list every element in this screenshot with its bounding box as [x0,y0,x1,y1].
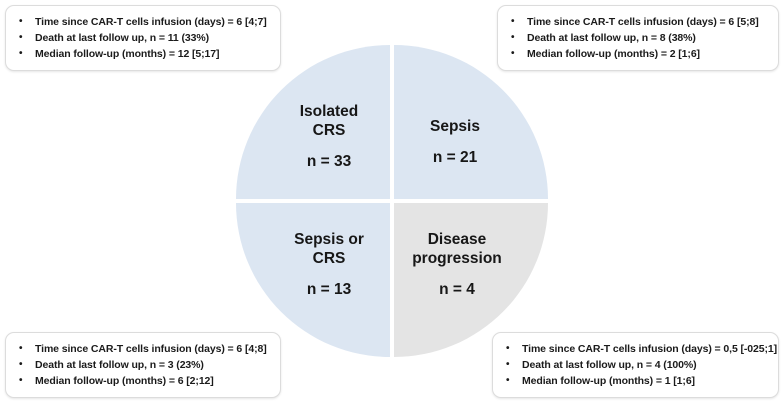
callout-disease-progression: • Time since CAR-T cells infusion (days)… [492,332,779,398]
quadrant-count: n = 13 [306,280,352,298]
quadrant-label-group: Sepsis n = 21 [394,65,532,199]
callout-text: Median follow-up (months) = 6 [2;12] [35,375,214,387]
quadrant-count: n = 21 [432,149,478,166]
callout-text: Death at last follow up, n = 4 (100%) [522,359,697,371]
bullet-icon: • [19,32,23,43]
quadrant-title: Sepsis or CRS [294,230,364,267]
quadrant-disease-progression[interactable]: Disease progression n = 4 [394,203,548,357]
callout-isolated-crs: • Time since CAR-T cells infusion (days)… [5,5,281,71]
callout-text: Time since CAR-T cells infusion (days) =… [522,343,778,355]
callout-text: Time since CAR-T cells infusion (days) =… [35,16,267,28]
bullet-icon: • [506,359,510,370]
callout-text: Death at last follow up, n = 3 (23%) [35,359,204,371]
quadrant-title: Sepsis [430,118,480,135]
quadrant-label-group: Isolated CRS n = 33 [252,59,390,199]
quadrant-label-group: Sepsis or CRS n = 13 [252,203,390,341]
callout-text: Time since CAR-T cells infusion (days) =… [527,16,759,28]
callout-line: • Time since CAR-T cells infusion (days)… [501,341,777,357]
callout-line: • Median follow-up (months) = 12 [5;17] [14,46,270,62]
callout-sepsis: • Time since CAR-T cells infusion (days)… [497,5,779,71]
callout-list: • Time since CAR-T cells infusion (days)… [14,14,270,62]
bullet-icon: • [511,32,515,43]
callout-line: • Death at last follow up, n = 11 (33%) [14,30,270,46]
bullet-icon: • [511,48,515,59]
callout-line: • Death at last follow up, n = 8 (38%) [506,30,768,46]
bullet-icon: • [506,375,510,386]
bullet-icon: • [19,48,23,59]
callout-text: Median follow-up (months) = 2 [1;6] [527,48,700,60]
callout-line: • Time since CAR-T cells infusion (days)… [14,341,270,357]
callout-text: Time since CAR-T cells infusion (days) =… [35,343,267,355]
callout-line: • Median follow-up (months) = 6 [2;12] [14,373,270,389]
quadrant-label-group: Disease progression n = 4 [394,203,534,341]
callout-line: • Death at last follow up, n = 4 (100%) [501,357,768,373]
bullet-icon: • [506,343,510,354]
bullet-icon: • [19,343,23,354]
quadrant-title: Isolated CRS [299,102,359,139]
callout-line: • Median follow-up (months) = 1 [1;6] [501,373,768,389]
callout-list: • Time since CAR-T cells infusion (days)… [14,341,270,389]
quadrant-title: Disease progression [412,230,502,267]
bullet-icon: • [19,375,23,386]
callout-text: Death at last follow up, n = 11 (33%) [35,32,209,44]
callout-line: • Time since CAR-T cells infusion (days)… [506,14,768,30]
callout-text: Median follow-up (months) = 12 [5;17] [35,48,220,60]
quadrant-count: n = 4 [439,280,475,298]
callout-text: Death at last follow up, n = 8 (38%) [527,32,696,44]
bullet-icon: • [19,16,23,27]
quadrant-sepsis-or-crs[interactable]: Sepsis or CRS n = 13 [236,203,390,357]
callout-line: • Median follow-up (months) = 2 [1;6] [506,46,768,62]
callout-text: Median follow-up (months) = 1 [1;6] [522,375,695,387]
callout-line: • Time since CAR-T cells infusion (days)… [14,14,270,30]
bullet-icon: • [511,16,515,27]
bullet-icon: • [19,359,23,370]
quadrant-count: n = 33 [306,152,352,170]
callout-sepsis-or-crs: • Time since CAR-T cells infusion (days)… [5,332,281,398]
callout-list: • Time since CAR-T cells infusion (days)… [501,341,777,389]
callout-line: • Death at last follow up, n = 3 (23%) [14,357,270,373]
quadrant-circle: Isolated CRS n = 33 Sepsis n = 21 Sepsis… [236,45,548,357]
callout-list: • Time since CAR-T cells infusion (days)… [506,14,768,62]
